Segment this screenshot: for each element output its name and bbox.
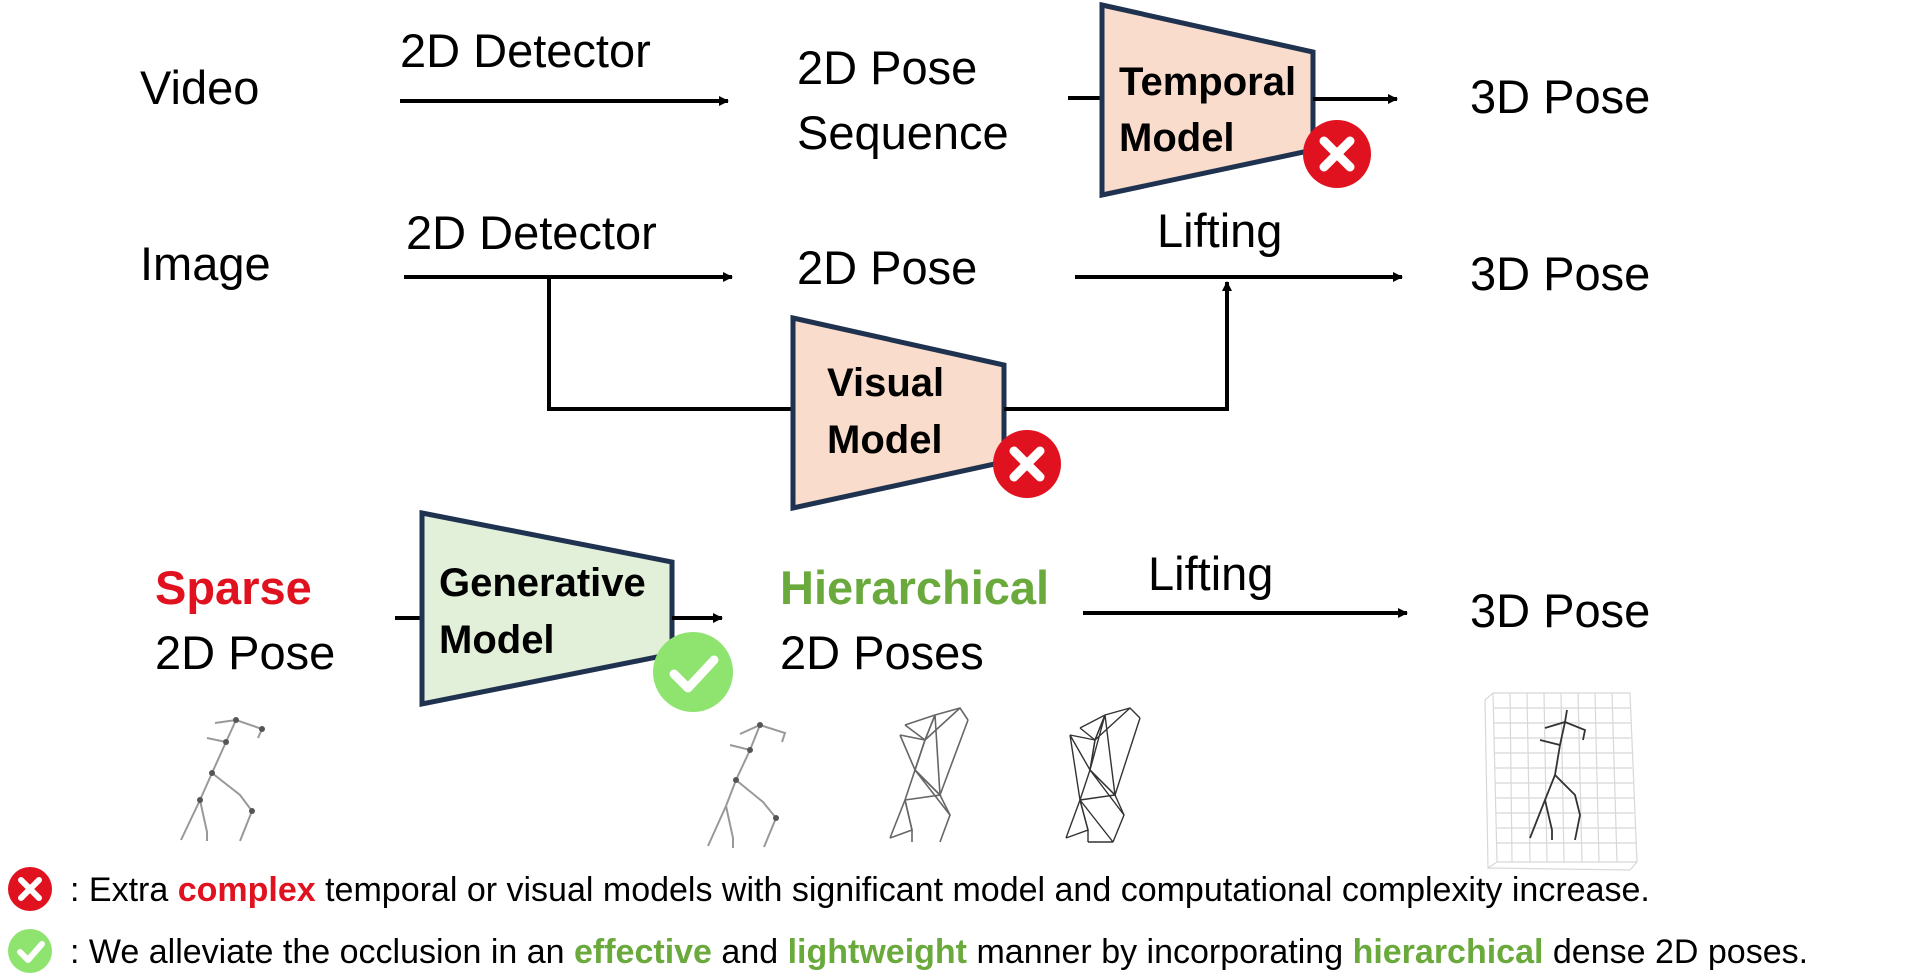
row2-detector-label: 2D Detector bbox=[406, 206, 657, 259]
row3-mid-emph: Hierarchical bbox=[780, 561, 1049, 614]
legend-check-text-d: dense 2D poses. bbox=[1543, 933, 1808, 971]
row1-input-label: Video bbox=[140, 61, 259, 114]
row3-input-emph: Sparse bbox=[155, 561, 312, 614]
visual-model-label-line1: Visual bbox=[827, 361, 944, 405]
row3-output-label: 3D Pose bbox=[1470, 584, 1650, 637]
legend-check-text-b: and bbox=[712, 933, 788, 971]
legend-cross-text: : Extra complex temporal or visual model… bbox=[70, 871, 1650, 909]
legend-check-text-a: : We alleviate the occlusion in an bbox=[70, 933, 574, 971]
generative-model-label-line2: Model bbox=[439, 618, 555, 662]
row2-lifting-label: Lifting bbox=[1157, 204, 1282, 257]
visual-model-label-line2: Model bbox=[827, 418, 943, 462]
visual-model-box bbox=[790, 314, 1007, 512]
row2-output-label: 3D Pose bbox=[1470, 247, 1650, 300]
row3-input-label: 2D Pose bbox=[155, 626, 335, 679]
temporal-model-label-line2: Model bbox=[1119, 116, 1235, 160]
legend-check-icon bbox=[8, 929, 52, 973]
legend-cross-emph: complex bbox=[178, 871, 316, 909]
generative-model-label-line1: Generative bbox=[439, 561, 646, 605]
row1-detector-label: 2D Detector bbox=[400, 24, 651, 77]
row2-branch-line bbox=[547, 277, 793, 411]
3d-pose-figure bbox=[1484, 692, 1638, 871]
legend-check-emph-2: lightweight bbox=[788, 933, 967, 971]
legend-check-text-c: manner by incorporating bbox=[967, 933, 1353, 971]
generative-model-box bbox=[419, 509, 675, 708]
row1-mid-label-line1: 2D Pose bbox=[797, 41, 977, 94]
row2-input-label: Image bbox=[140, 237, 271, 290]
cross-badge-icon bbox=[993, 430, 1061, 498]
row1-mid-label-line2: Sequence bbox=[797, 106, 1009, 159]
hierarchical-pose-figure-1 bbox=[707, 722, 787, 848]
sparse-pose-figure bbox=[180, 717, 265, 842]
hierarchical-pose-figure-2 bbox=[889, 707, 969, 843]
hierarchical-pose-figure-3 bbox=[1065, 707, 1141, 843]
row1-output-label: 3D Pose bbox=[1470, 70, 1650, 123]
legend-cross-text-a: : Extra bbox=[70, 871, 178, 909]
row2-mid-label: 2D Pose bbox=[797, 241, 977, 294]
cross-badge-icon bbox=[1303, 120, 1371, 188]
row2-visual-to-lifting-arrow bbox=[1004, 281, 1232, 411]
legend-check-emph-3: hierarchical bbox=[1353, 933, 1544, 971]
row3-lifting-label: Lifting bbox=[1148, 547, 1273, 600]
legend-check-emph-1: effective bbox=[574, 933, 712, 971]
check-badge-icon bbox=[653, 632, 733, 712]
legend-check-text: : We alleviate the occlusion in an effec… bbox=[70, 933, 1808, 971]
row3-mid-label: 2D Poses bbox=[780, 626, 984, 679]
temporal-model-label-line1: Temporal bbox=[1119, 60, 1296, 104]
legend-cross-text-b: temporal or visual models with significa… bbox=[316, 871, 1650, 909]
legend-cross-icon bbox=[8, 867, 52, 911]
